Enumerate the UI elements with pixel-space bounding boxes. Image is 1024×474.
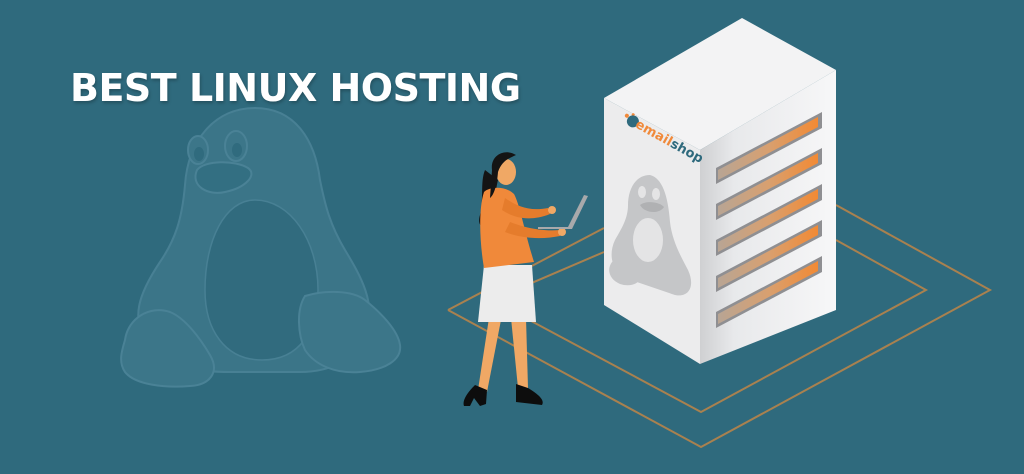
laptop-icon xyxy=(538,195,588,229)
server-tux-icon xyxy=(609,175,692,296)
page-title: BEST LINUX HOSTING xyxy=(70,66,521,110)
server-slots xyxy=(716,112,822,328)
